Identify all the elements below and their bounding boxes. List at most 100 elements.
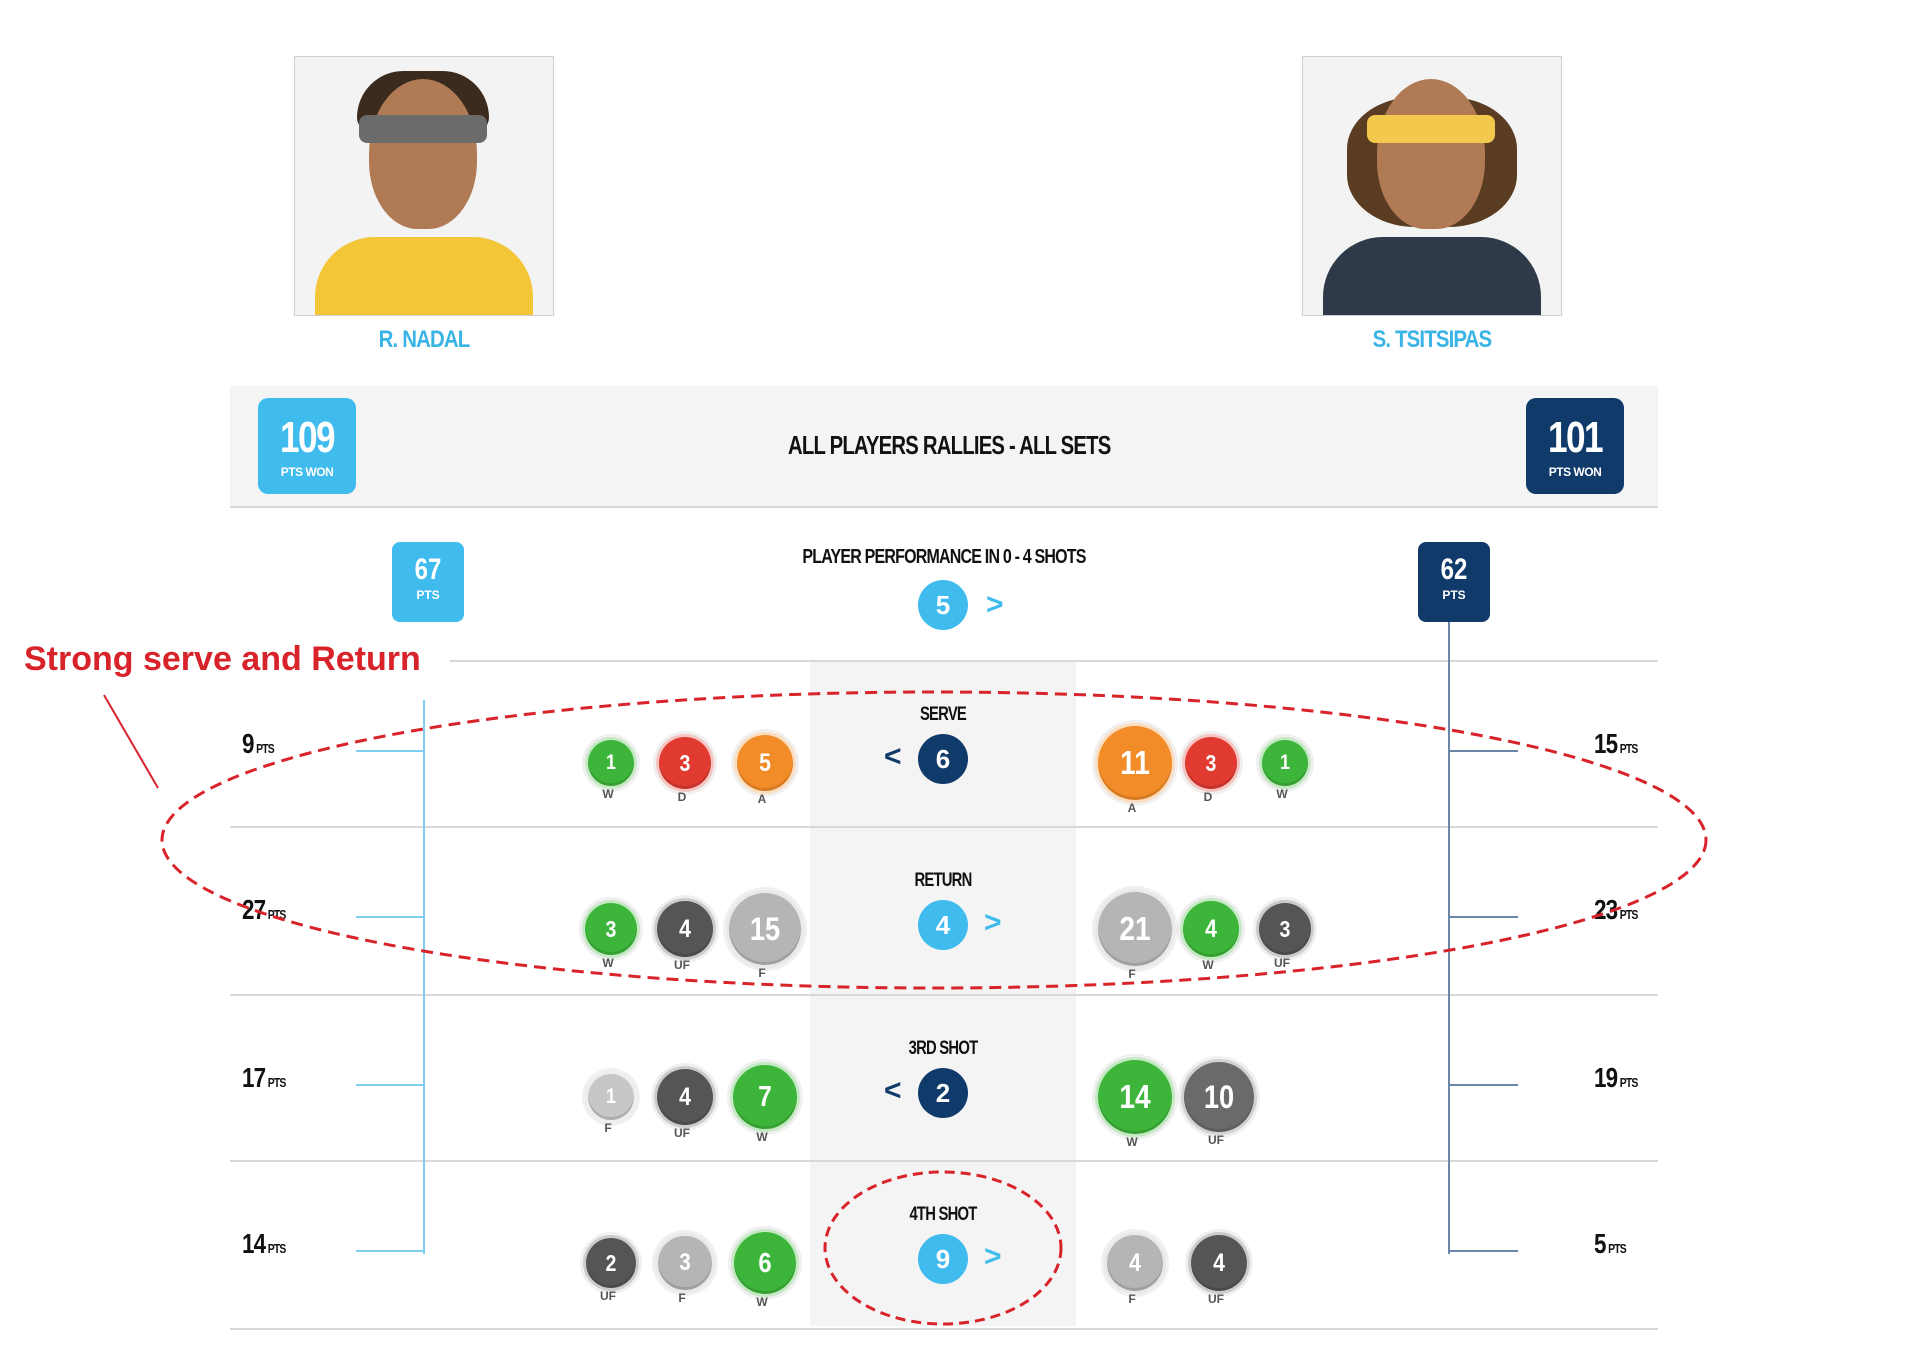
player-name-left[interactable]: R. NADAL <box>378 326 471 353</box>
annotation-ellipse-4th-shot <box>823 1170 1063 1326</box>
stat-bubble-value: 4 <box>679 1083 691 1111</box>
stat-bubble[interactable]: 2 <box>583 1235 639 1291</box>
stat-bubble-label: D <box>677 790 687 804</box>
stat-bubble-value: 11 <box>1120 744 1150 781</box>
stat-bubble[interactable]: 3 <box>1182 734 1240 792</box>
right-bracket-tick <box>1448 916 1518 918</box>
stat-bubble-value: 4 <box>1205 915 1217 943</box>
stat-bubble-value: 3 <box>1279 916 1291 942</box>
left-row-pts-value: 9 <box>242 728 254 759</box>
stat-bubble-value: 1 <box>606 1085 616 1108</box>
stat-bubble[interactable]: 1 <box>585 1071 637 1123</box>
stat-bubble[interactable]: 3 <box>655 1233 715 1293</box>
divider-top <box>450 660 1658 662</box>
shot-nav-value[interactable]: 2 <box>918 1068 968 1118</box>
stat-bubble-value: 3 <box>1205 750 1217 776</box>
stat-bubble-label: W <box>1126 1135 1138 1149</box>
stat-bubble-label: F <box>1128 1292 1136 1306</box>
right-pts-value: 62 <box>1440 553 1468 586</box>
shot-nav-value[interactable]: 4 <box>918 900 968 950</box>
stat-bubble[interactable]: 7 <box>730 1062 800 1132</box>
stat-bubble-value: 1 <box>1280 751 1290 774</box>
stat-bubble[interactable]: 4 <box>654 898 716 960</box>
left-bracket-tick <box>356 1250 424 1252</box>
performance-shots-value[interactable]: 5 <box>918 580 968 630</box>
shot-nav-value[interactable]: 9 <box>918 1234 968 1284</box>
stat-bubble[interactable]: 3 <box>582 900 640 958</box>
right-row-pts-unit: PTS <box>1619 741 1639 756</box>
stat-bubble-value: 3 <box>605 916 617 942</box>
stat-bubble-value: 2 <box>605 1250 617 1276</box>
right-row-pts-unit: PTS <box>1608 1241 1627 1256</box>
stat-bubble-value: 1 <box>606 751 616 774</box>
player-photo-left <box>294 56 554 316</box>
next-chevron-icon[interactable]: > <box>984 1240 1002 1273</box>
stat-bubble-label: UF <box>600 1289 616 1303</box>
performance-title: PLAYER PERFORMANCE IN 0 - 4 SHOTS <box>802 546 1086 568</box>
stat-bubble-value: 4 <box>679 915 691 943</box>
stat-bubble[interactable]: 4 <box>1180 898 1242 960</box>
stat-bubble[interactable]: 3 <box>1256 900 1314 958</box>
stat-bubble[interactable]: 1 <box>1259 737 1311 789</box>
stat-bubble-value: 4 <box>1213 1249 1225 1277</box>
performance-next-chevron-icon[interactable]: > <box>986 588 1004 621</box>
stat-bubble-value: 3 <box>679 1249 691 1276</box>
right-row-pts-unit: PTS <box>1619 1075 1639 1090</box>
next-chevron-icon[interactable]: > <box>984 906 1002 939</box>
stat-bubble-label: F <box>604 1121 612 1135</box>
left-row-pts-value: 27 <box>242 894 266 925</box>
left-score-label: PTS WON <box>280 465 334 479</box>
annotation-pointer-line <box>103 694 159 789</box>
stat-bubble[interactable]: 6 <box>731 1229 799 1297</box>
stat-bubble[interactable]: 1 <box>585 737 637 789</box>
stat-bubble[interactable]: 14 <box>1095 1057 1175 1137</box>
left-bracket-tick <box>356 916 424 918</box>
stat-bubble-label: W <box>756 1130 768 1144</box>
left-score-box: 109 PTS WON <box>258 398 356 494</box>
right-bracket-line <box>1448 622 1450 1254</box>
left-row-pts-unit: PTS <box>256 741 275 756</box>
shot-label: 4TH SHOT <box>909 1204 977 1225</box>
stat-bubble[interactable]: 10 <box>1181 1059 1257 1135</box>
stat-bubble-value: 15 <box>749 911 781 947</box>
stat-bubble-label: F <box>758 966 766 980</box>
prev-chevron-icon[interactable]: < <box>884 1074 902 1107</box>
stat-bubble-label: F <box>1128 967 1136 981</box>
right-row-pts-value: 19 <box>1594 1062 1618 1093</box>
left-bracket-tick <box>356 1084 424 1086</box>
divider-row-4 <box>230 1328 1658 1330</box>
stat-bubble[interactable]: 4 <box>1188 1232 1250 1294</box>
stat-bubble[interactable]: 21 <box>1095 889 1175 969</box>
divider-row-2 <box>230 994 1658 996</box>
player-name-right[interactable]: S. TSITSIPAS <box>1372 326 1493 353</box>
right-score-box: 101 PTS WON <box>1526 398 1624 494</box>
right-row-pts-value: 5 <box>1594 1228 1606 1259</box>
stat-bubble-label: W <box>1202 958 1214 972</box>
shot-label: 3RD SHOT <box>908 1038 978 1059</box>
shot-nav-value[interactable]: 6 <box>918 734 968 784</box>
left-pts-label: PTS <box>416 588 440 602</box>
stat-bubble-label: UF <box>1274 956 1290 970</box>
right-pts-label: PTS <box>1442 588 1466 602</box>
stat-bubble-label: A <box>1127 801 1137 815</box>
header-band <box>230 386 1658 508</box>
stat-bubble-label: UF <box>1208 1133 1224 1147</box>
stat-bubble[interactable]: 4 <box>654 1066 716 1128</box>
annotation-ellipse-serve-return <box>160 690 1708 990</box>
stat-bubble[interactable]: 5 <box>734 732 796 794</box>
stat-bubble-value: 10 <box>1203 1079 1235 1115</box>
stat-bubble-label: UF <box>674 958 690 972</box>
stat-bubble[interactable]: 3 <box>656 734 714 792</box>
stat-bubble[interactable]: 11 <box>1095 723 1175 803</box>
shot-label: RETURN <box>914 870 972 891</box>
prev-chevron-icon[interactable]: < <box>884 740 902 773</box>
stat-bubble[interactable]: 15 <box>726 890 804 968</box>
shot-label: SERVE <box>919 704 967 725</box>
stat-bubble-label: W <box>602 956 614 970</box>
stat-bubble[interactable]: 4 <box>1104 1232 1166 1294</box>
